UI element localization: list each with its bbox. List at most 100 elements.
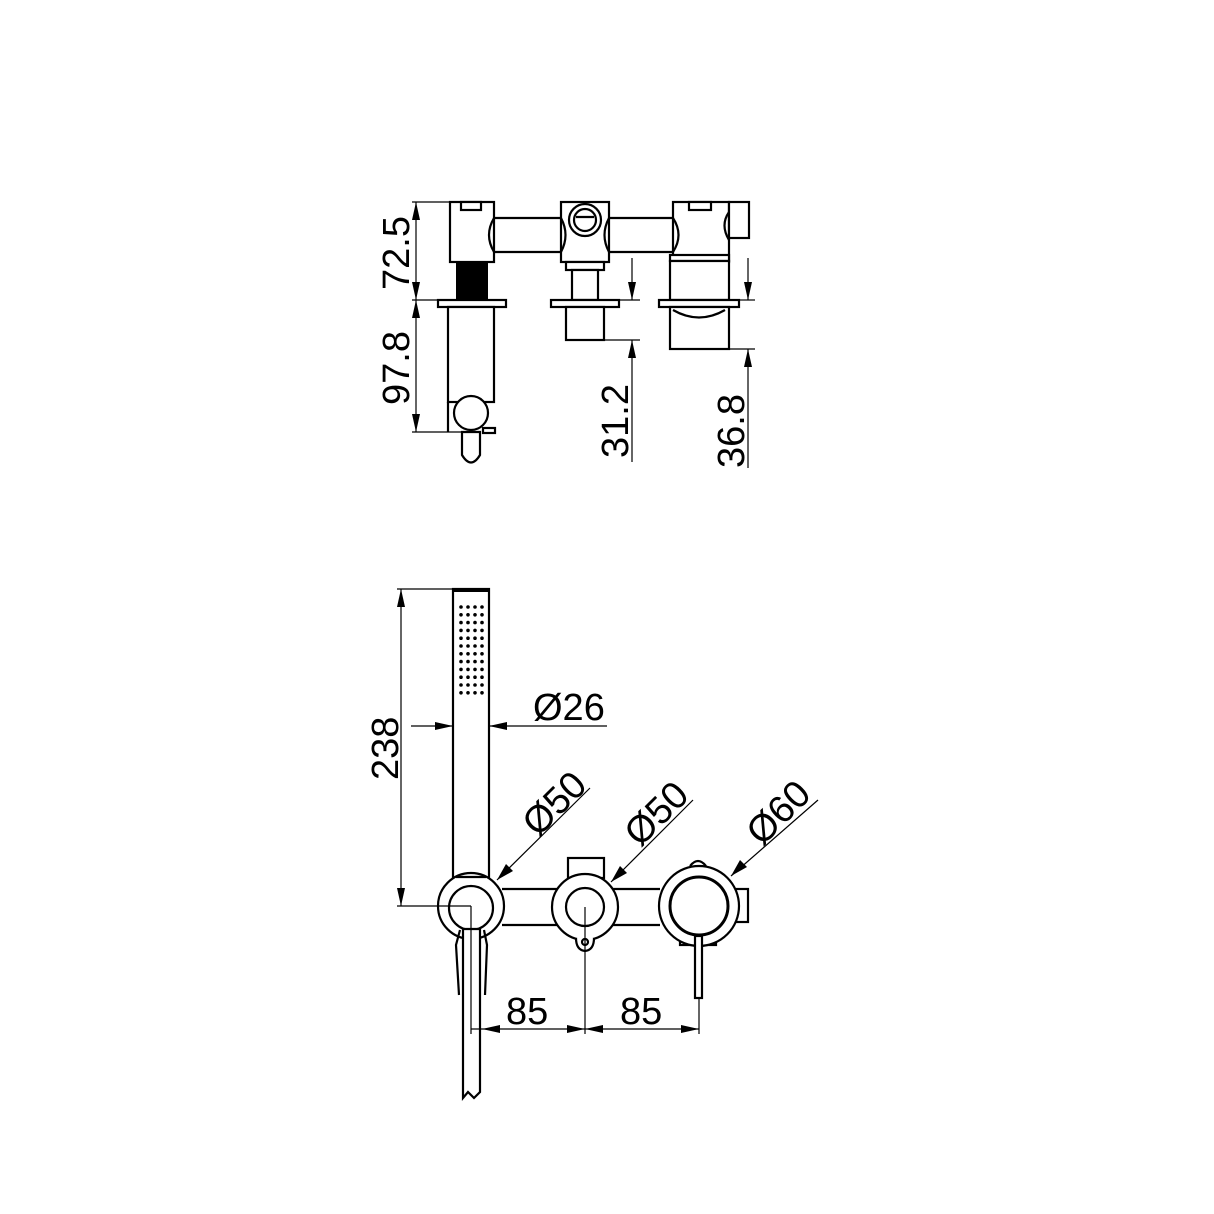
nozzle-dot — [480, 628, 484, 633]
nozzle-dot — [480, 605, 484, 609]
nozzle-dot — [466, 636, 470, 640]
arrow-icon — [435, 722, 453, 730]
nozzle-dot — [480, 636, 484, 640]
diverter-saddle-right — [603, 217, 610, 253]
threaded-connector — [456, 262, 488, 300]
nozzle-dot — [473, 659, 477, 664]
leader-50-center — [610, 799, 694, 883]
side-dimensions: 72.5 97.8 31.2 36.8 — [376, 201, 755, 468]
arrow-icon — [489, 722, 507, 730]
mixer-side — [657, 200, 751, 351]
mixer-block — [671, 200, 731, 264]
arrow-icon — [731, 860, 747, 876]
mixer-top-dome — [689, 859, 707, 867]
holder-block — [448, 200, 496, 264]
holder-knob — [452, 394, 490, 432]
nozzle-dot — [459, 613, 463, 617]
holder-body — [446, 305, 496, 404]
arrow-icon — [412, 414, 420, 432]
holder-saddle — [487, 217, 495, 253]
nozzle-dot — [466, 620, 470, 625]
nozzle-dot — [466, 691, 470, 695]
hand-shower-cap — [453, 588, 489, 592]
arrow-icon — [628, 282, 636, 300]
arrow-icon — [567, 1025, 585, 1033]
diverter-cover — [564, 305, 606, 342]
nozzle-dot — [459, 691, 463, 695]
diverter-stem — [570, 268, 600, 302]
nozzle-dot — [473, 675, 477, 679]
holder-tab — [481, 426, 497, 435]
nozzle-dot — [466, 675, 470, 679]
nozzle-dot — [459, 628, 463, 633]
nozzle-dot — [466, 613, 470, 617]
dim-85-left: 85 — [506, 991, 548, 1033]
hand-shower-holder-side — [436, 200, 508, 464]
leader-60 — [730, 799, 819, 877]
nozzle-dot — [466, 644, 470, 648]
dim-72-5: 72.5 — [376, 216, 418, 290]
arrow-icon — [585, 1025, 603, 1033]
nozzle-dot — [473, 620, 477, 625]
nozzle-dot — [459, 605, 463, 609]
nozzle-dot — [473, 644, 477, 648]
arrow-icon — [611, 866, 627, 882]
nozzle-dot — [473, 605, 477, 609]
arrow-icon — [412, 202, 420, 220]
arrow-icon — [412, 282, 420, 300]
leader-50-left — [496, 787, 591, 881]
nozzle-dot — [466, 659, 470, 664]
mixer-saddle — [672, 217, 680, 253]
mixer-slot — [687, 200, 713, 212]
nozzle-dot — [473, 683, 477, 687]
hand-shower — [451, 587, 491, 889]
nozzle-dot — [459, 636, 463, 640]
nozzle-dot — [459, 675, 463, 679]
dim-diameter-60: Ø60 — [739, 773, 819, 853]
nozzle-dot — [459, 667, 463, 672]
diverter-port-inner — [572, 207, 598, 233]
nozzle-dot — [459, 652, 463, 656]
holder-slot — [459, 200, 483, 212]
arrow-icon — [628, 340, 636, 358]
dim-36-8: 36.8 — [711, 394, 753, 468]
nozzle-dot — [466, 605, 470, 609]
dim-31-2: 31.2 — [595, 384, 637, 458]
dim-97-8: 97.8 — [376, 331, 418, 405]
side-view: 72.5 97.8 31.2 36.8 — [376, 200, 755, 468]
arrow-icon — [397, 888, 405, 906]
mixer-lever-curve — [723, 211, 730, 241]
nozzle-dot — [473, 628, 477, 633]
nozzle-dot — [473, 652, 477, 656]
mixer-lever[interactable] — [693, 934, 704, 1000]
mixer-cartridge — [668, 259, 731, 302]
holder-hook — [460, 430, 482, 464]
diverter-saddle-left — [560, 217, 567, 253]
hand-shower-body — [451, 587, 491, 889]
arrow-icon — [744, 349, 752, 367]
hose-clip-left — [454, 929, 462, 996]
dim-diameter-26: Ø26 — [533, 687, 605, 729]
hose-clip-right — [482, 929, 489, 996]
nozzle-dot — [459, 659, 463, 664]
arrow-icon — [744, 282, 752, 300]
nozzle-dot — [480, 683, 484, 687]
nozzle-dot — [466, 628, 470, 633]
mixer-lever-side — [727, 200, 751, 240]
mixer-cover-curve — [672, 309, 726, 319]
nozzle-dot — [473, 636, 477, 640]
nozzle-dot — [473, 613, 477, 617]
nozzle-dot — [480, 644, 484, 648]
nozzle-dot — [459, 620, 463, 625]
nozzle-dot — [480, 613, 484, 617]
diverter-side — [549, 200, 621, 342]
dim-238: 238 — [365, 717, 407, 780]
arrow-icon — [497, 864, 513, 880]
nozzle-dot — [466, 667, 470, 672]
diverter-nut — [564, 260, 606, 272]
nozzle-dot — [480, 667, 484, 672]
nozzle-dot — [459, 683, 463, 687]
nozzle-dot — [473, 691, 477, 695]
arrow-icon — [412, 300, 420, 318]
nozzle-dot — [466, 652, 470, 656]
